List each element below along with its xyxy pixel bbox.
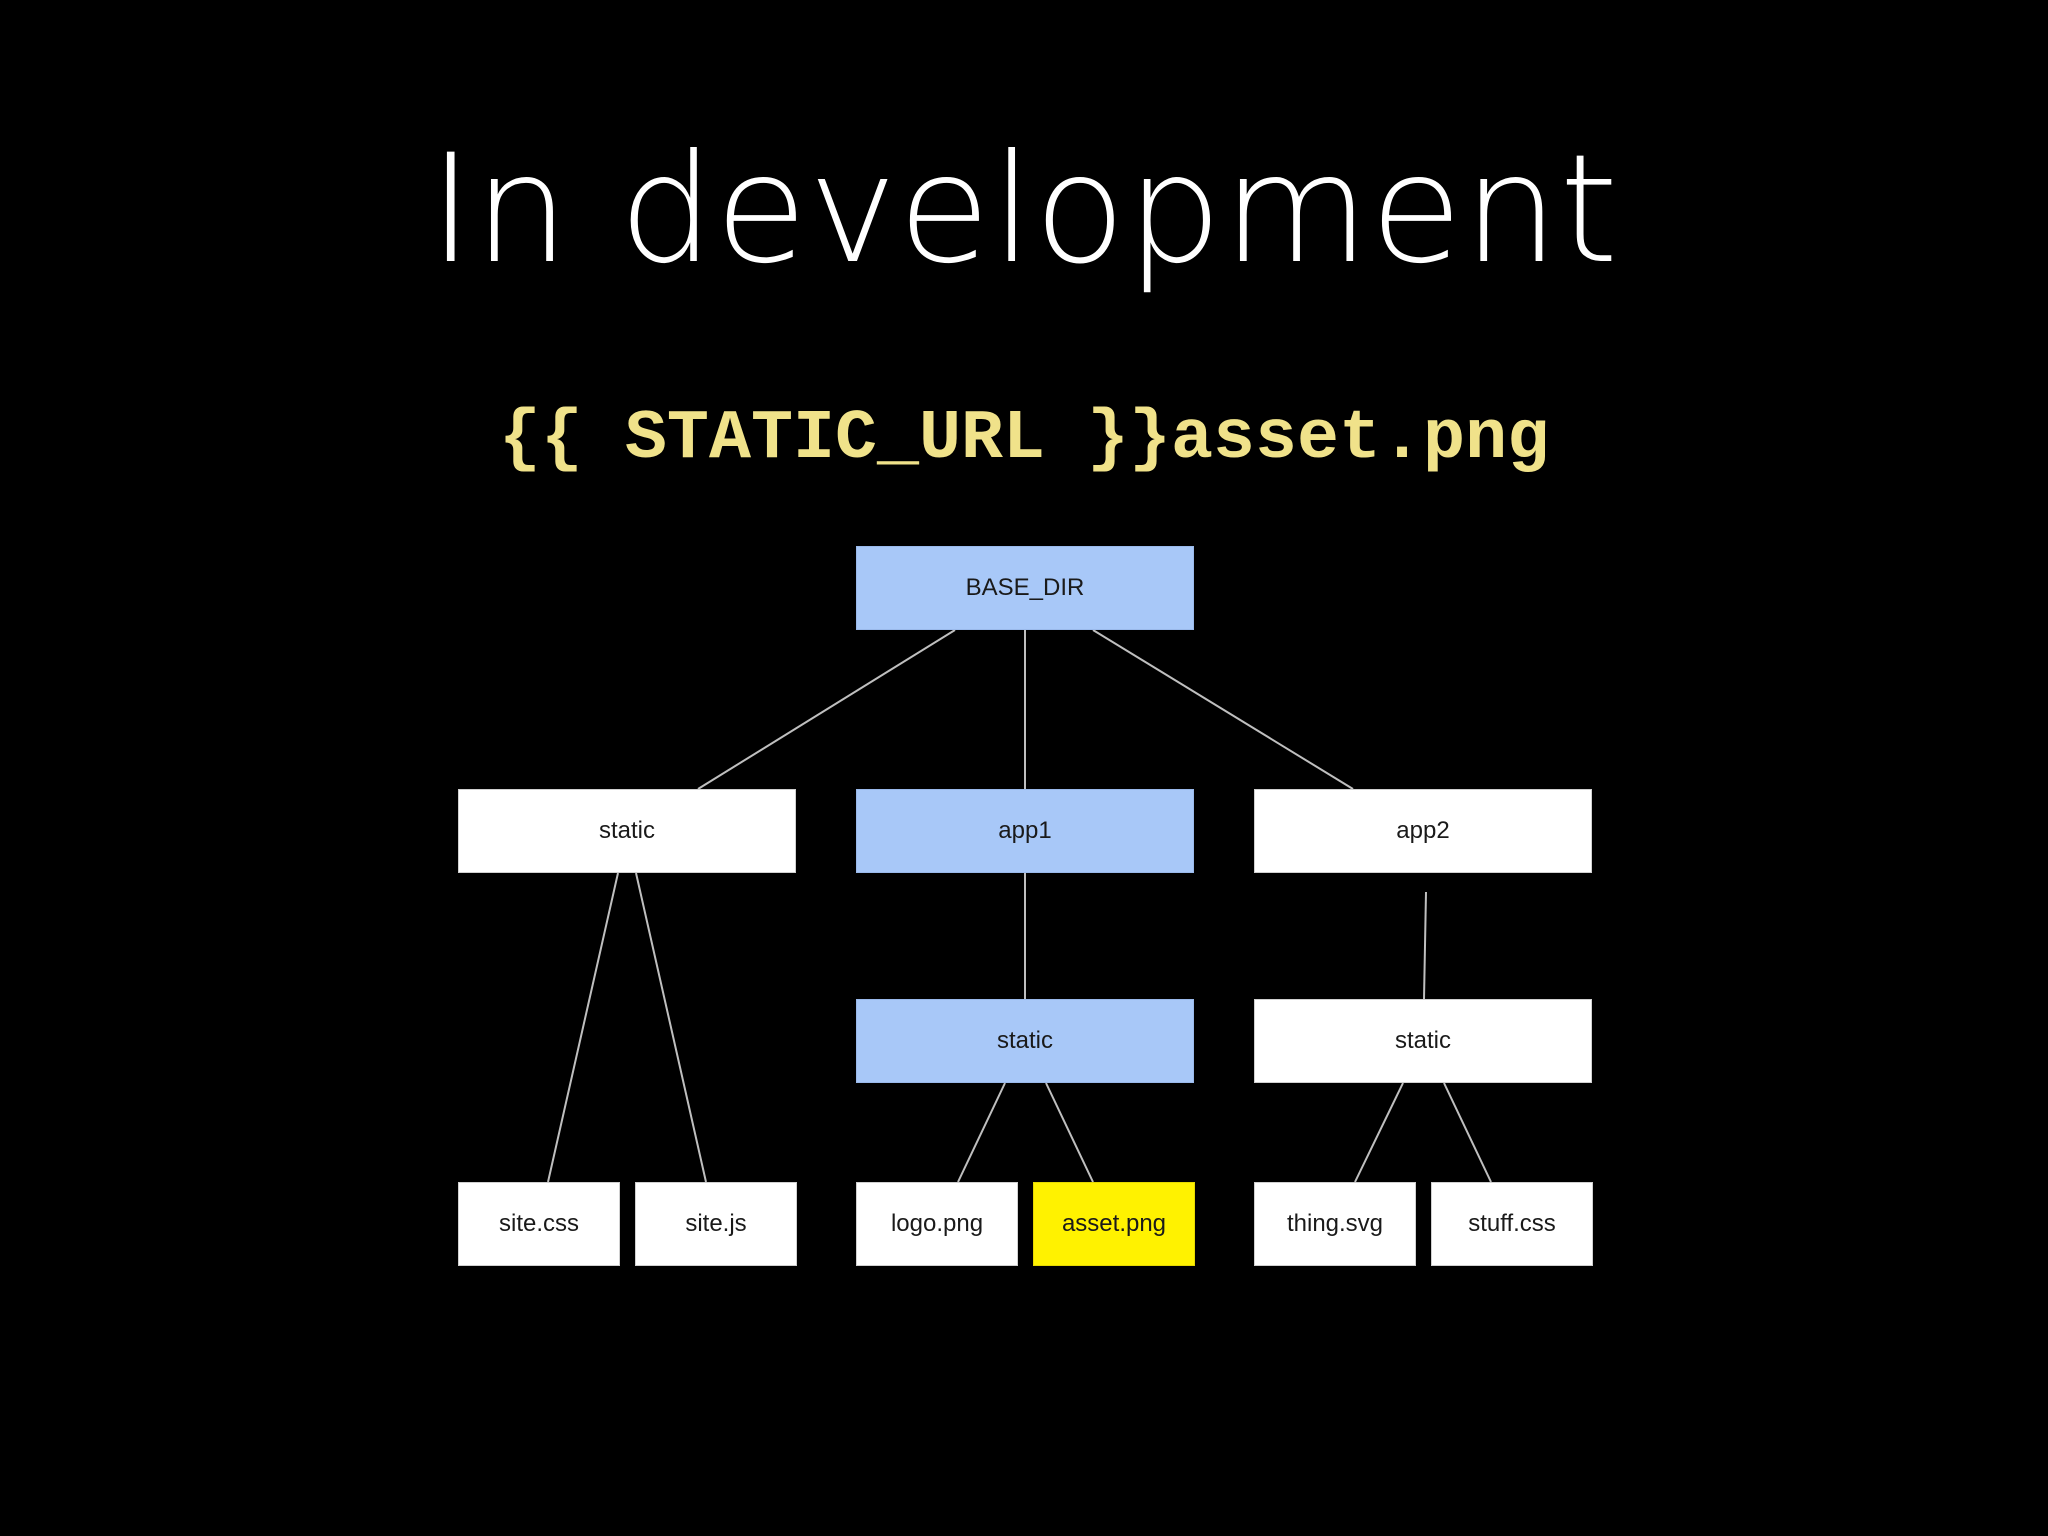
connector-app1static-logo xyxy=(957,1082,1006,1183)
connector-static-sitejs xyxy=(635,872,707,1183)
node-logo-png: logo.png xyxy=(856,1182,1018,1266)
static-url-code: {{ STATIC_URL }}asset.png xyxy=(498,400,1550,479)
connector-root-app2 xyxy=(1092,629,1354,790)
node-thing-svg: thing.svg xyxy=(1254,1182,1416,1266)
connector-static-sitecss xyxy=(547,872,619,1183)
connector-app2-static xyxy=(1423,891,1427,1000)
node-site-js: site.js xyxy=(635,1182,797,1266)
node-app1: app1 xyxy=(856,789,1194,873)
node-static: static xyxy=(458,789,796,873)
node-asset-png: asset.png xyxy=(1033,1182,1195,1266)
node-stuff-css: stuff.css xyxy=(1431,1182,1593,1266)
node-app2-static: static xyxy=(1254,999,1592,1083)
connector-app2static-thing xyxy=(1354,1082,1404,1183)
connector-app1static-asset xyxy=(1045,1082,1094,1183)
connector-root-static xyxy=(697,629,956,790)
node-app1-static: static xyxy=(856,999,1194,1083)
node-base-dir: BASE_DIR xyxy=(856,546,1194,630)
slide-title: In development xyxy=(428,123,1620,297)
connector-app2static-stuff xyxy=(1443,1082,1492,1183)
node-app2: app2 xyxy=(1254,789,1592,873)
node-site-css: site.css xyxy=(458,1182,620,1266)
